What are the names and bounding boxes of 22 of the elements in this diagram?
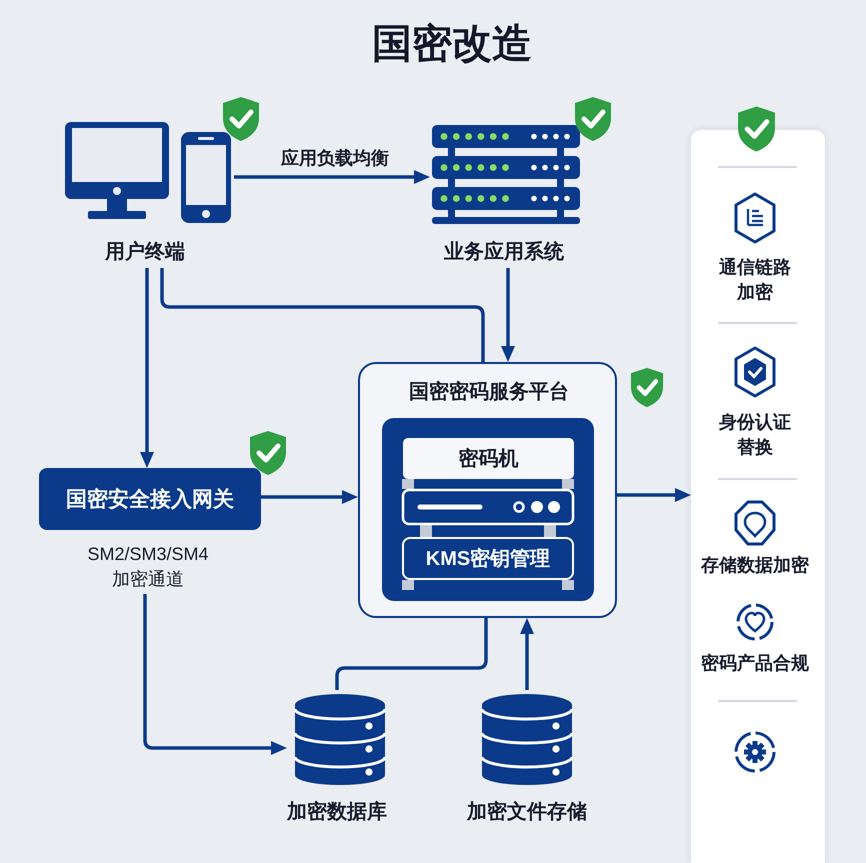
arrow xyxy=(520,618,534,690)
arrow xyxy=(140,268,154,468)
connector-line xyxy=(160,268,485,362)
arrow xyxy=(501,268,515,362)
node-label: 业务应用系统 xyxy=(444,240,564,265)
title: 国密改造 xyxy=(372,21,532,68)
node-label: 加密数据库 xyxy=(287,800,387,825)
arrow xyxy=(234,170,430,184)
gateway-box: 国密安全接入网关 xyxy=(39,468,261,530)
item-label: 存储数据加密 xyxy=(701,554,809,577)
box-title: 国密密码服务平台 xyxy=(409,380,569,405)
arrow xyxy=(261,490,358,504)
item-label: 通信链路加密 xyxy=(718,256,792,304)
arrow xyxy=(617,488,691,502)
arrow xyxy=(143,594,287,755)
node-label: 用户终端 xyxy=(105,240,185,265)
node-label: 加密文件存储 xyxy=(467,800,587,825)
connector-line xyxy=(335,618,488,690)
item-label: 密码产品合规 xyxy=(701,652,809,675)
item-label: 身份认证替换 xyxy=(718,411,792,459)
side-panel xyxy=(691,130,825,863)
node-label: SM2/SM3/SM4 加密通道 xyxy=(86,543,210,591)
